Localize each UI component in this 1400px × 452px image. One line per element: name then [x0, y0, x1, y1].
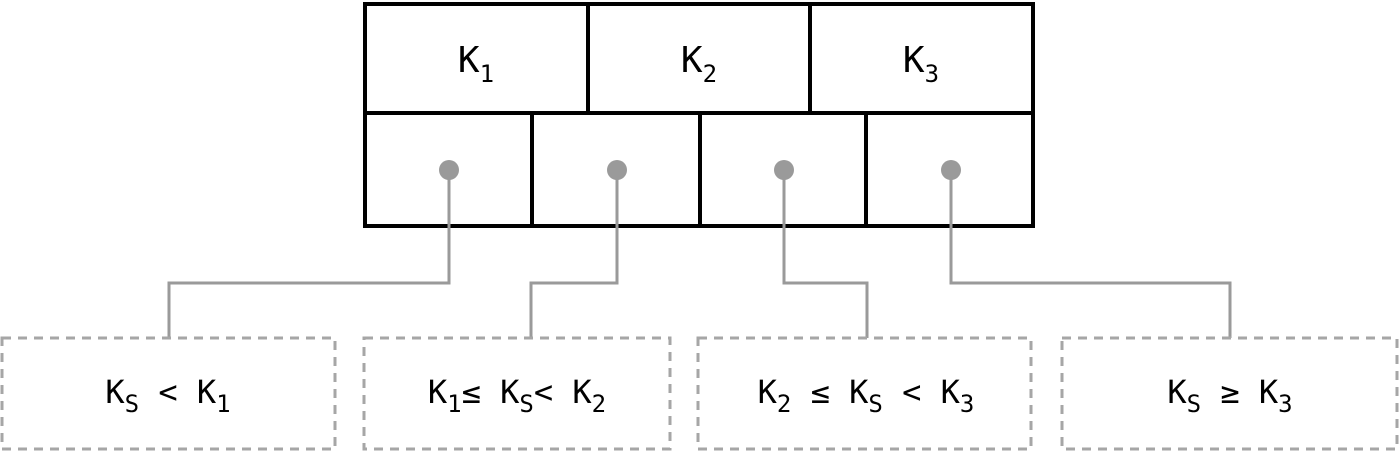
range-1-part-1: K	[105, 373, 125, 411]
pointer-dot-3	[774, 160, 794, 180]
range-2-part-8: 2	[592, 390, 606, 418]
range-3-part-8: 3	[960, 390, 974, 418]
range-2-part-5: S	[519, 390, 533, 418]
key-3: K3	[903, 40, 939, 88]
range-3-part-6: <	[883, 373, 941, 411]
range-3-part-1: K	[758, 373, 778, 411]
range-3-part-7: K	[941, 373, 961, 411]
range-2-part-2: 1	[447, 390, 461, 418]
key-3-subscript: 3	[925, 60, 939, 88]
key-2: K2	[681, 40, 717, 88]
pointer-dot-2	[607, 160, 627, 180]
pointer-connector-4	[949, 170, 1232, 338]
range-2-part-4: K	[500, 373, 520, 411]
key-2-subscript: 2	[703, 60, 717, 88]
key-1-subscript: 1	[480, 60, 494, 88]
pointer-connector-2	[529, 170, 619, 338]
range-2-part-3: ≤	[462, 373, 501, 411]
range-1-part-5: 1	[216, 390, 230, 418]
range-3-part-2: 2	[777, 390, 791, 418]
range-2-part-7: K	[572, 373, 592, 411]
range-label-2: K1≤ KS< K2	[428, 373, 606, 418]
range-4-part-1: K	[1167, 373, 1187, 411]
pointer-connector-1	[167, 170, 451, 338]
key-2-base: K	[681, 40, 703, 81]
range-box-4	[1060, 336, 1399, 451]
range-4-part-2: S	[1187, 390, 1201, 418]
pointer-dot-4	[941, 160, 961, 180]
range-1-part-2: S	[125, 390, 139, 418]
range-2-part-6: <	[534, 373, 573, 411]
range-2-part-1: K	[428, 373, 448, 411]
range-4-part-5: 3	[1278, 390, 1292, 418]
key-3-base: K	[903, 40, 925, 81]
range-3-part-3: ≤	[791, 373, 849, 411]
range-1-part-4: K	[197, 373, 217, 411]
pointer-dot-1	[439, 160, 459, 180]
range-box-1	[0, 336, 337, 451]
range-1-part-3: <	[139, 373, 197, 411]
range-4-part-3: ≥	[1201, 373, 1259, 411]
range-box-3	[696, 336, 1033, 451]
range-4-part-4: K	[1259, 373, 1279, 411]
key-1-base: K	[458, 40, 480, 81]
range-3-part-4: K	[849, 373, 869, 411]
key-1: K1	[458, 40, 494, 88]
range-label-3: K2 ≤ KS < K3	[758, 373, 975, 418]
range-3-part-5: S	[868, 390, 882, 418]
range-label-4: KS ≥ K3	[1167, 373, 1292, 418]
range-box-2	[362, 336, 672, 451]
range-label-1: KS < K1	[105, 373, 230, 418]
pointer-connector-3	[782, 170, 869, 338]
